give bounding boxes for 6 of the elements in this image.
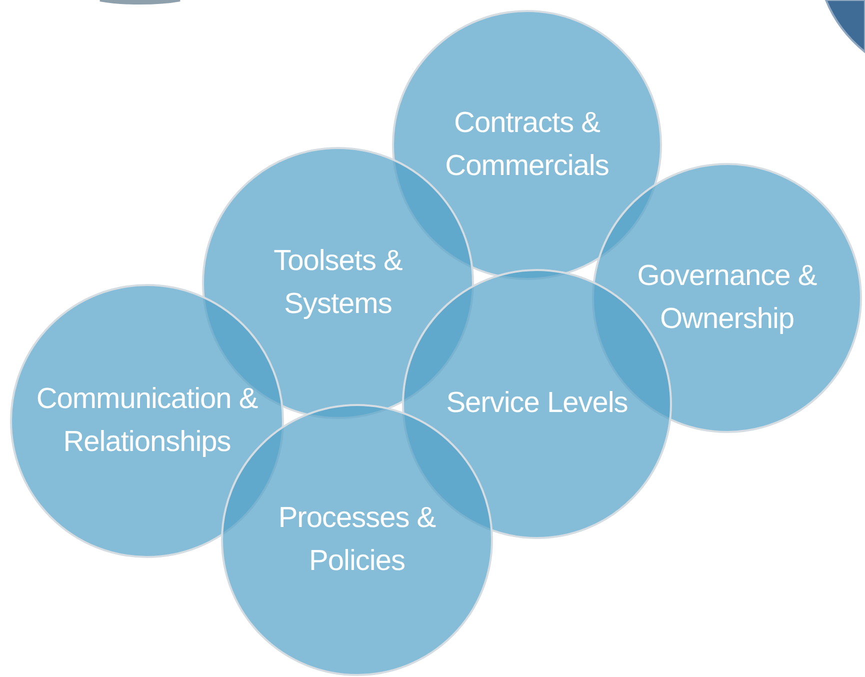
circle-label: Service Levels [445, 386, 629, 422]
circle-label: Communication & Relationships [35, 382, 259, 460]
circle-label: Contracts & Commercials [444, 106, 610, 184]
circle-label: Toolsets & Systems [272, 244, 404, 322]
circle-label: Processes & Policies [277, 500, 437, 579]
circle-label: Governance & Ownership [636, 258, 818, 337]
